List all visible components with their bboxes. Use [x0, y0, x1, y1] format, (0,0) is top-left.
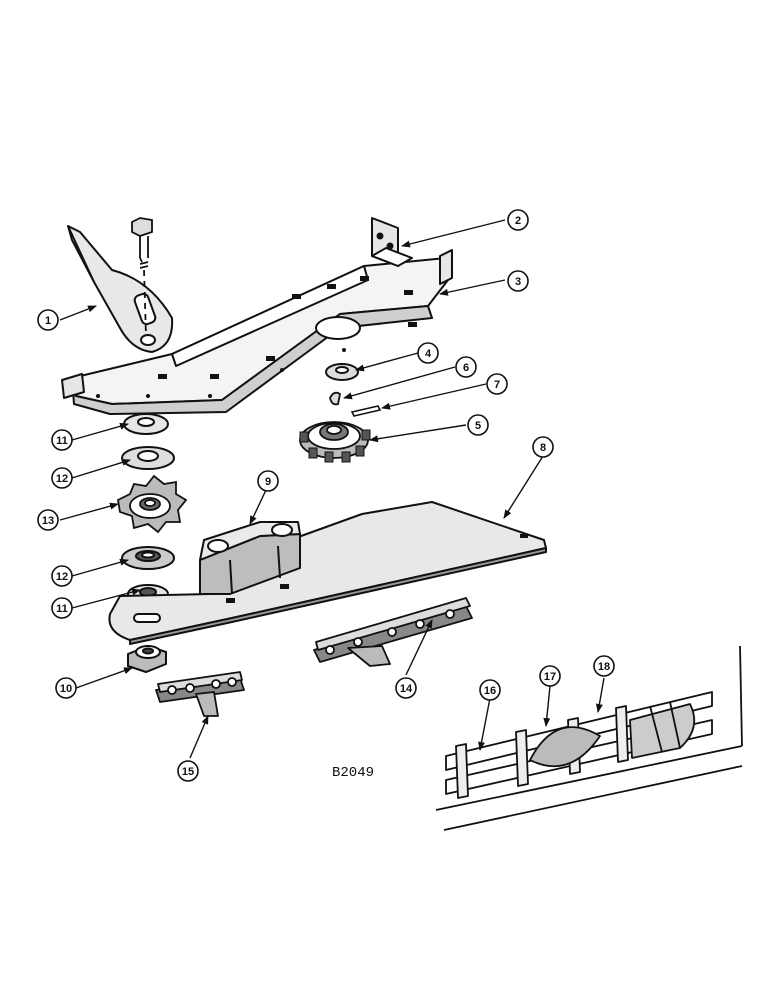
callout-circle: [51, 429, 73, 451]
callout-number: 7: [494, 379, 500, 391]
bracket-part: [67, 225, 174, 353]
callout-number: 4: [425, 348, 432, 360]
callout-circle: [37, 309, 59, 331]
callout-number: 8: [540, 442, 546, 454]
callout-12a: 12: [51, 467, 73, 489]
mounting-plate-part: [61, 249, 453, 415]
callout-10: 10: [55, 677, 77, 699]
callout-circle: [467, 414, 489, 436]
callout-6: 6: [455, 356, 477, 378]
callout-number: 11: [56, 603, 68, 615]
callout-circle: [37, 509, 59, 531]
callout-circle: [532, 436, 554, 458]
callout-15: 15: [177, 760, 199, 782]
callout-12b: 12: [51, 565, 73, 587]
callout-18: 18: [593, 655, 615, 677]
washer-part-4: [325, 363, 359, 381]
callout-5: 5: [467, 414, 489, 436]
bearing-washer-part-12-top: [121, 446, 175, 470]
sprocket-part-13: [117, 474, 188, 534]
callout-circle: [257, 470, 279, 492]
callout-17: 17: [539, 665, 561, 687]
callout-3: 3: [507, 270, 529, 292]
callout-number: 15: [182, 766, 194, 778]
callout-number: 9: [265, 476, 271, 488]
callout-11a: 11: [51, 429, 73, 451]
callout-number: 12: [56, 473, 68, 485]
callout-circle: [507, 209, 529, 231]
callout-4: 4: [417, 342, 439, 364]
callout-1: 1: [37, 309, 59, 331]
callout-7: 7: [486, 373, 508, 395]
leader-lines: [59, 219, 605, 759]
idler-part-10: [127, 644, 167, 674]
callout-9: 9: [257, 470, 279, 492]
bearing-block-part-9: [199, 521, 301, 595]
callout-number: 5: [475, 420, 481, 432]
key-part-6: [329, 391, 342, 406]
chain-assembly-inset: [435, 645, 743, 831]
figure-code-label: B2049: [332, 765, 374, 781]
callout-13: 13: [37, 509, 59, 531]
callout-2: 2: [507, 209, 529, 231]
callout-14: 14: [395, 677, 417, 699]
callout-circle: [55, 677, 77, 699]
callout-number: 3: [515, 276, 521, 288]
callout-circle: [507, 270, 529, 292]
callout-number: 16: [484, 685, 496, 697]
sprocket-part-5: [299, 421, 371, 463]
callout-circle: [177, 760, 199, 782]
callout-circle: [486, 373, 508, 395]
callout-number: 17: [544, 671, 556, 683]
callout-circle: [51, 565, 73, 587]
callout-number: 1: [45, 315, 51, 327]
callout-number: 10: [60, 683, 72, 695]
callout-circle: [539, 665, 561, 687]
callout-number: 6: [463, 362, 469, 374]
callout-circle: [51, 467, 73, 489]
callout-circle: [417, 342, 439, 364]
callout-number: 11: [56, 435, 68, 447]
chain-attachment-part-15: [155, 671, 245, 717]
bolt-part: [131, 217, 153, 337]
callout-circle: [479, 679, 501, 701]
callout-16: 16: [479, 679, 501, 701]
callout-11b: 11: [51, 597, 73, 619]
callout-number: 13: [42, 515, 54, 527]
callout-circle: [395, 677, 417, 699]
chain-attachment-part-14: [313, 597, 473, 667]
callout-number: 12: [56, 571, 68, 583]
washer-part-11-top: [123, 413, 169, 435]
callout-circle: [455, 356, 477, 378]
callout-number: 14: [400, 683, 413, 695]
angle-bracket-part: [371, 217, 413, 267]
callout-8: 8: [532, 436, 554, 458]
tensioner-arm-part-8: [108, 501, 547, 645]
callout-circle: [51, 597, 73, 619]
callout-number: 18: [598, 661, 610, 673]
pin-part-7: [350, 405, 382, 417]
bearing-washer-part-12-bottom: [121, 546, 175, 570]
callout-number: 2: [515, 215, 521, 227]
callout-circle: [593, 655, 615, 677]
